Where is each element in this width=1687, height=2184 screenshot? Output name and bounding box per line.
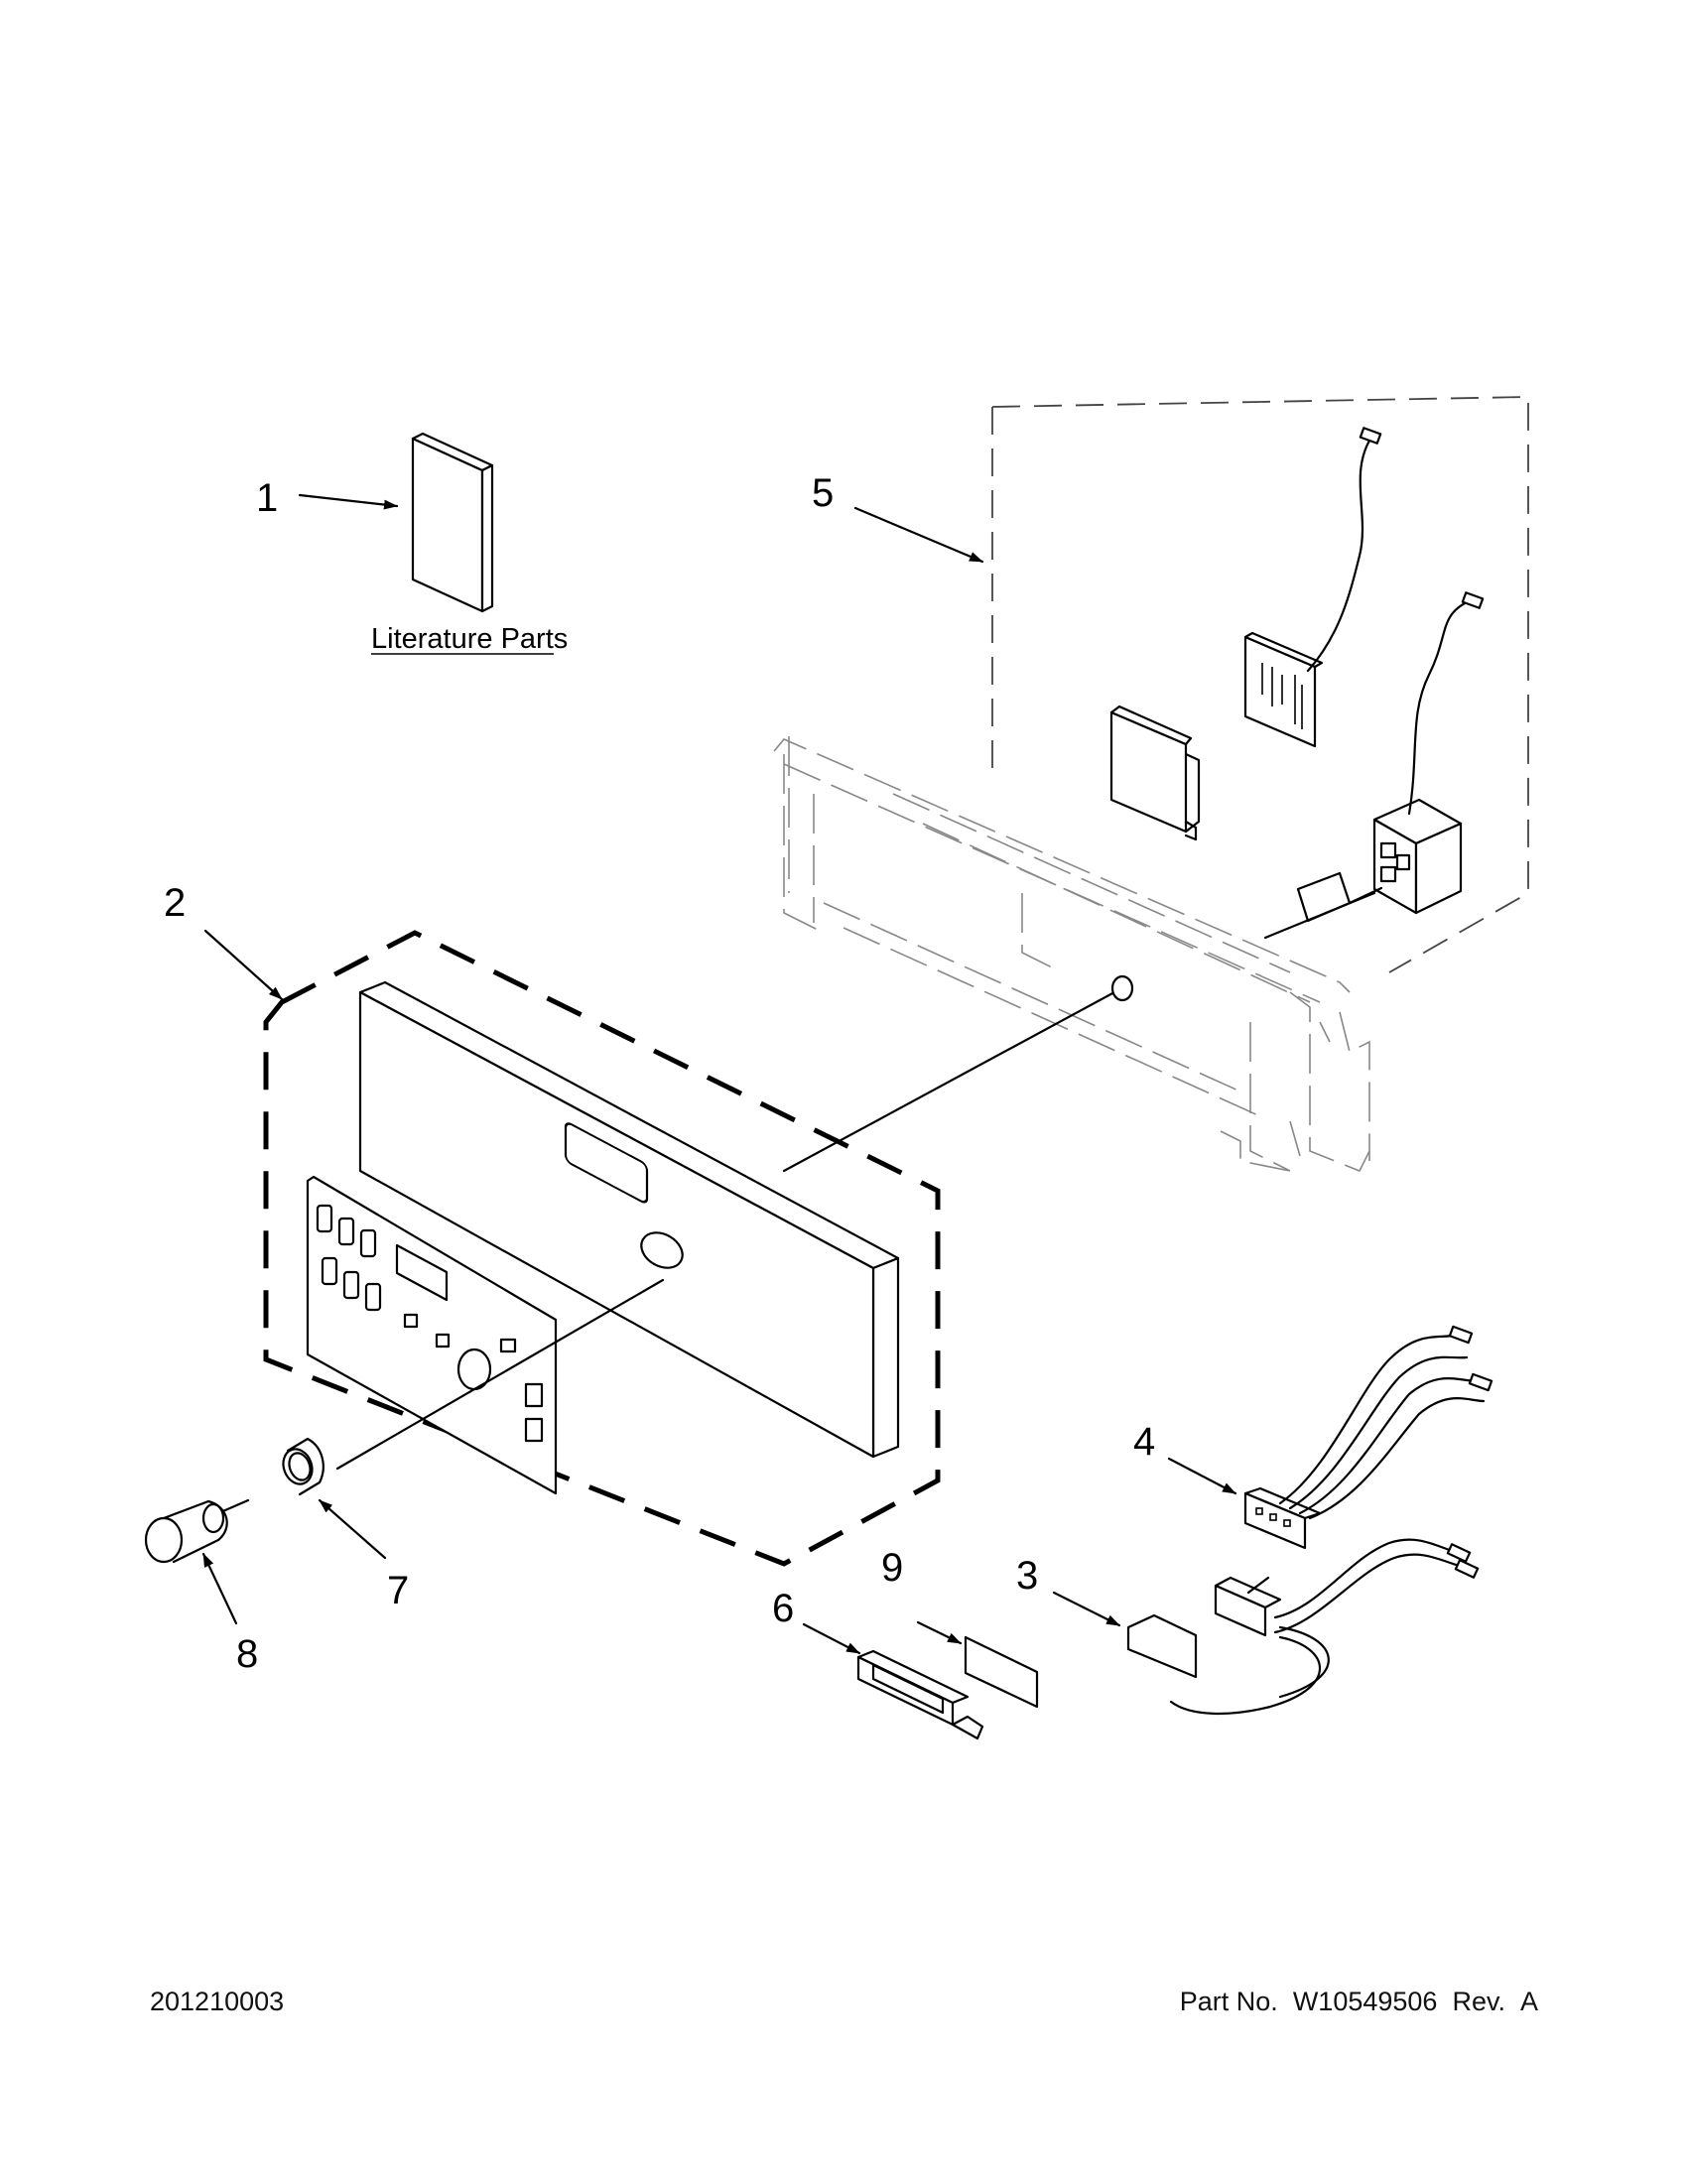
rev-label: Rev. [1452,1987,1505,2016]
callout-8: 8 [236,1632,258,1676]
control-overlay [306,1175,558,1495]
leader-5 [853,506,984,564]
callout-7: 7 [387,1569,409,1612]
leader-6 [802,1622,861,1655]
callout-4: 4 [1133,1420,1155,1464]
leader-4 [1167,1457,1237,1495]
literature-booklet [411,432,494,613]
callout-5: 5 [812,471,834,515]
part-number-block: Part No. W10549506 Rev. A [1151,1987,1538,2017]
callout-6: 6 [772,1587,794,1630]
leader-8 [201,1552,238,1625]
callout-3: 3 [1016,1554,1038,1598]
callout-1: 1 [256,476,278,520]
housing-shaft-hole [1110,974,1134,1002]
housing-axis-line [782,990,1116,1173]
control-panel [358,980,900,1459]
part-no-label: Part No. [1179,1987,1278,2016]
knob-ring [282,1437,324,1496]
leader-7 [318,1498,387,1560]
leader-3 [1052,1591,1121,1627]
wire-harness-3 [1169,1538,1480,1716]
console-housing-ghost [773,736,1370,1173]
label-card-3 [1126,1613,1198,1679]
display-bezel [856,1649,984,1740]
drawing-number: 201210003 [150,1987,285,2016]
callout-2: 2 [164,881,186,925]
knob [144,1498,250,1564]
literature-parts-label: Literature Parts [371,623,568,655]
electronics-dashed-box [991,396,1529,973]
rev-value: A [1519,1987,1538,2016]
wire-harness-4 [1243,1325,1493,1550]
knob-axis-line [335,1278,665,1471]
leader-2 [203,929,284,1001]
callout-9: 9 [881,1546,903,1590]
part-no-value: W10549506 [1292,1987,1438,2016]
leader-9 [916,1620,963,1645]
label-9 [964,1635,1039,1709]
control-board [1243,427,1382,748]
transformer-block [1263,591,1485,940]
board-cover [1109,705,1201,841]
leader-1 [298,493,399,510]
control-panel-dashed-box [263,930,941,1567]
